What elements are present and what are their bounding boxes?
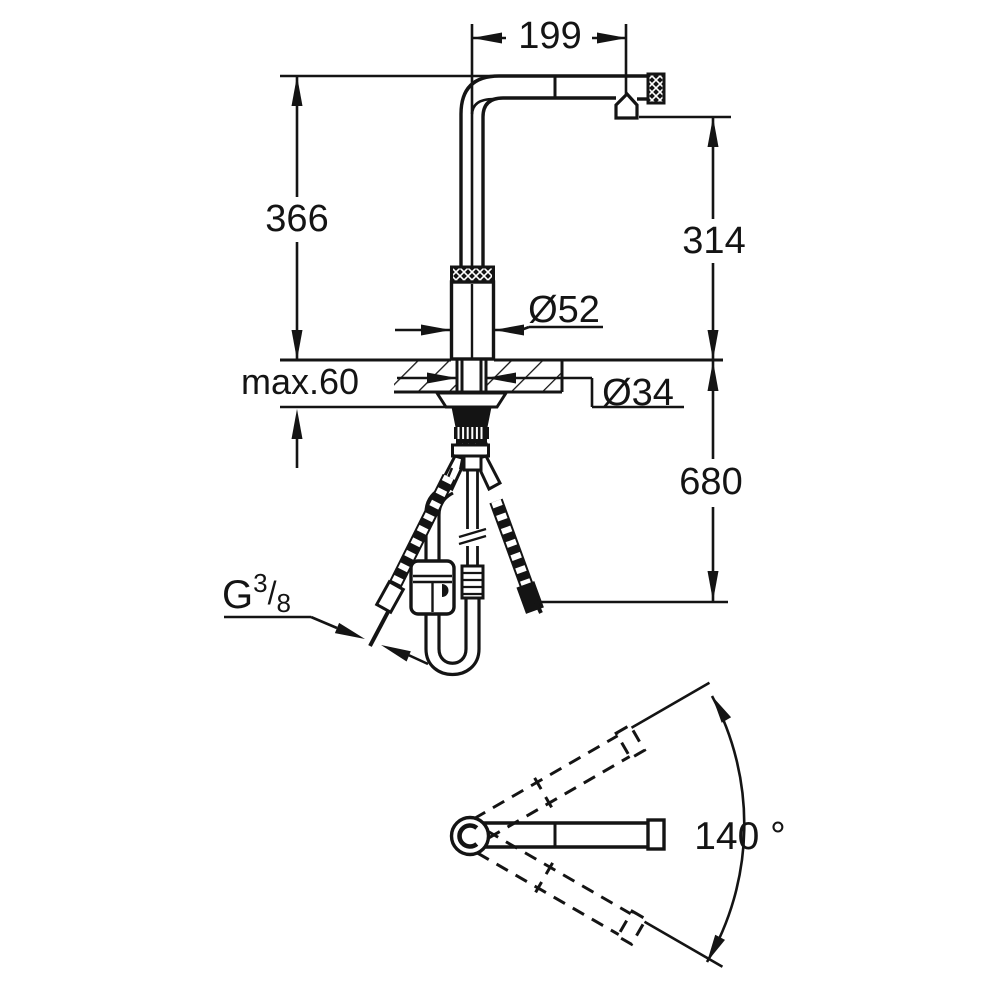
thread-letter: G xyxy=(222,573,254,617)
break-symbol xyxy=(458,527,487,539)
swivel-top-view xyxy=(449,681,746,968)
side-view xyxy=(224,24,731,676)
swivel-position-upper xyxy=(473,681,711,840)
thread-numerator: 3 xyxy=(253,568,268,598)
hose-collar xyxy=(451,443,490,458)
spout-outlet xyxy=(614,91,639,120)
thread-denominator: 8 xyxy=(276,588,291,618)
faucet-base-top-view xyxy=(449,815,491,857)
dim-label-366: 366 xyxy=(265,198,329,240)
left-hose-connector-pipe xyxy=(368,609,391,647)
spout-end-cap-top-view xyxy=(646,818,666,851)
dim-label-314: 314 xyxy=(682,220,746,262)
angle-label-140: 140 ° xyxy=(694,815,786,858)
thread-label-g38: G3/8 xyxy=(222,570,291,616)
spout-center-line xyxy=(470,97,495,267)
stabilizer-flange xyxy=(434,391,509,409)
thread-slash: / xyxy=(267,575,277,611)
counter-hatch-left xyxy=(394,361,456,391)
dim-label-dia52: Ø52 xyxy=(528,289,600,331)
dim-label-dia34: Ø34 xyxy=(602,372,674,414)
undercounter-assembly xyxy=(368,391,544,676)
mounting-nut xyxy=(451,406,492,428)
left-hose-ferrule xyxy=(374,579,406,615)
base-inner-ring xyxy=(457,823,479,849)
body-knurl-ring xyxy=(450,265,495,284)
spout-inner-contour xyxy=(481,96,616,267)
dim-label-680: 680 xyxy=(679,461,743,503)
countertop-section xyxy=(280,358,723,409)
left-supply-hose xyxy=(384,473,456,597)
dim-label-max60: max.60 xyxy=(240,361,360,402)
spout-top-view xyxy=(449,815,666,857)
faucet-body xyxy=(280,72,666,393)
spout-outer-contour xyxy=(459,74,648,267)
spray-head-grip xyxy=(646,72,666,105)
dim-label-199: 199 xyxy=(518,15,582,57)
dimension-lines xyxy=(224,24,731,666)
swivel-arc xyxy=(705,695,746,963)
stud-top xyxy=(462,454,483,472)
